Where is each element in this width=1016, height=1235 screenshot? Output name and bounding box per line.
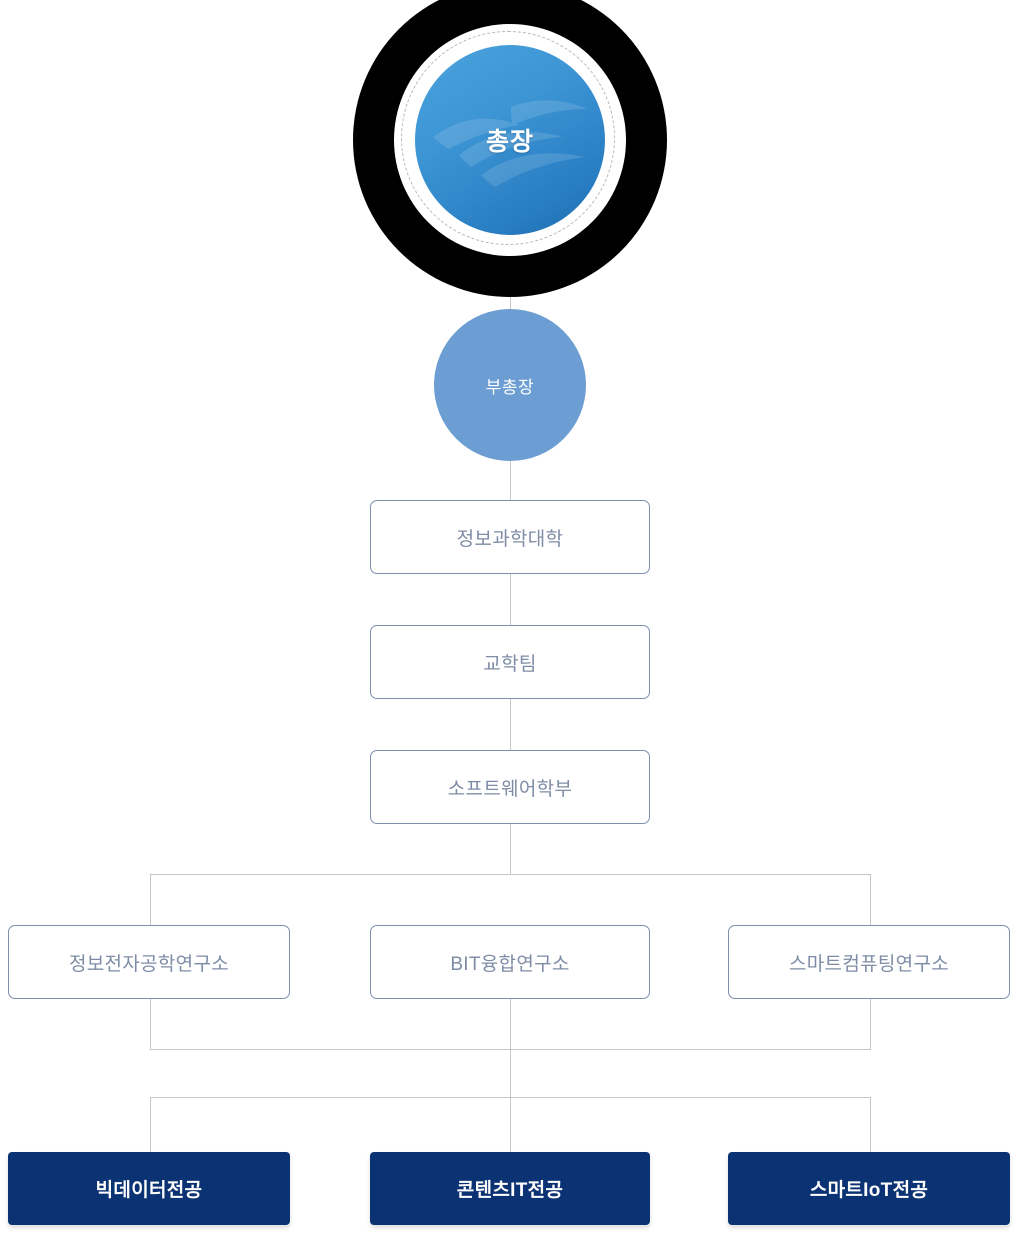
vice-president-label: 부총장 [485,377,535,397]
major-label: 스마트IoT전공 [809,1180,929,1201]
connector-institute-left-to-lower-bus [150,999,151,1050]
major-label: 콘텐츠IT전공 [456,1180,564,1201]
node-major-bigdata[interactable]: 빅데이터전공 [8,1152,290,1225]
connector-institute-left-drop [150,874,151,925]
institute-label: BIT융합연구소 [450,953,570,975]
node-vice-president[interactable]: 부총장 [434,309,586,461]
institute-label: 정보전자공학연구소 [68,953,230,975]
connector-institute-right-to-lower-bus [870,999,871,1050]
affairs-team-label: 교학팀 [483,653,537,675]
node-institute-bit-convergence[interactable]: BIT융합연구소 [370,925,650,999]
institute-label: 스마트컴퓨팅연구소 [788,953,950,975]
connector-division-to-institute-bus [510,824,511,875]
wave-emblem-icon [433,100,587,187]
connector-major-center-drop [510,1097,511,1152]
connector-vice-to-college [510,460,511,501]
president-dashed-ring [401,31,615,245]
college-label: 정보과학대학 [456,528,564,550]
node-division[interactable]: 소프트웨어학부 [370,750,650,824]
node-institute-smart-computing[interactable]: 스마트컴퓨팅연구소 [728,925,1010,999]
node-institute-info-electronics[interactable]: 정보전자공학연구소 [8,925,290,999]
connector-institute-bus [150,874,870,875]
connector-college-to-affairs [510,574,511,625]
node-major-smart-iot[interactable]: 스마트IoT전공 [728,1152,1010,1225]
connector-lower-bus-to-major-bus [510,1049,511,1098]
division-label: 소프트웨어학부 [447,778,573,800]
major-label: 빅데이터전공 [95,1180,203,1201]
president-core-circle: 총장 [415,45,605,235]
node-affairs-team[interactable]: 교학팀 [370,625,650,699]
connector-major-right-drop [870,1097,871,1152]
connector-institute-right-drop [870,874,871,925]
connector-institute-center-to-lower-bus [510,999,511,1050]
connector-affairs-to-division [510,699,511,750]
president-label: 총장 [485,128,534,156]
node-major-contents-it[interactable]: 콘텐츠IT전공 [370,1152,650,1225]
node-president[interactable]: 총장 [353,0,667,297]
node-college[interactable]: 정보과학대학 [370,500,650,574]
connector-major-left-drop [150,1097,151,1152]
